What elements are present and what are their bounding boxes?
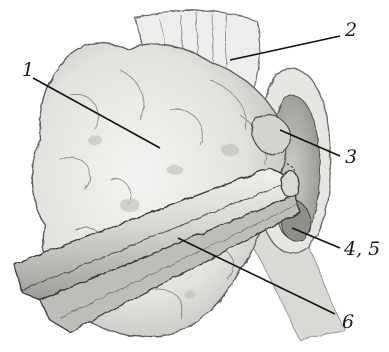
- label-2: 2: [344, 19, 357, 41]
- label-6: 6: [342, 311, 354, 333]
- label-1: 1: [22, 59, 34, 81]
- label-3: 3: [345, 146, 357, 168]
- label-4-5: 4, 5: [343, 238, 380, 260]
